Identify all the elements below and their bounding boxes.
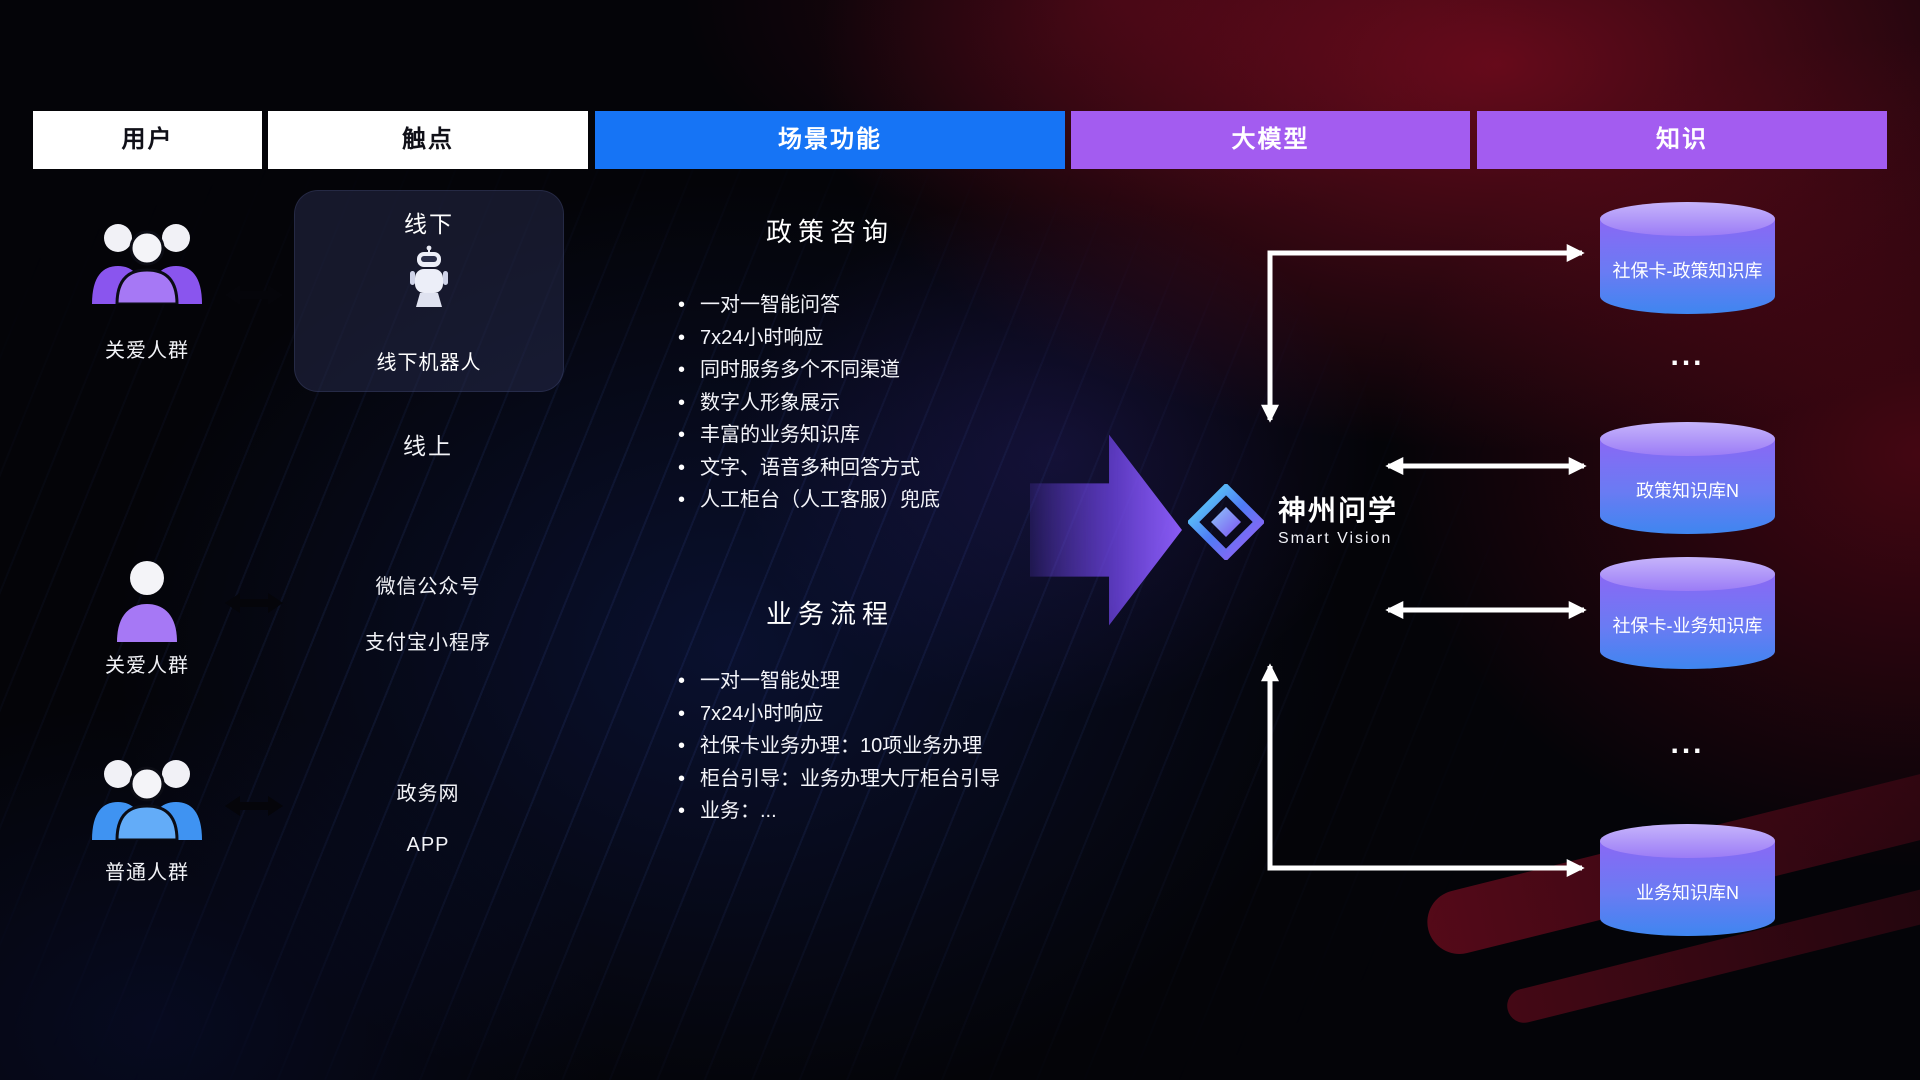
channel-alipay: 支付宝小程序	[365, 632, 491, 654]
database-cylinder: 社保卡-业务知识库	[1600, 557, 1775, 669]
offline-channel-card: 线下 线下机器人	[294, 190, 564, 392]
ellipsis-label: ...	[1670, 727, 1705, 760]
process-feature-item: 7x24小时响应	[676, 698, 1000, 731]
model-logo-text: 神州问学 Smart Vision	[1278, 495, 1399, 548]
offline-title: 线下	[404, 211, 454, 237]
business-process-title: 业务流程	[765, 599, 894, 629]
policy-feature-item: 一对一智能问答	[676, 289, 940, 322]
database-cylinder: 业务知识库N	[1600, 824, 1775, 936]
process-feature-item: 业务：...	[676, 795, 1000, 828]
policy-feature-item: 数字人形象展示	[676, 387, 940, 420]
policy-feature-list: 一对一智能问答 7x24小时响应 同时服务多个不同渠道 数字人形象展示 丰富的业…	[676, 289, 940, 517]
policy-feature-item: 人工柜台（人工客服）兜底	[676, 484, 940, 517]
user-group-label: 关爱人群	[105, 340, 189, 362]
channel-wechat: 微信公众号	[375, 576, 481, 598]
users-group-icon	[92, 760, 202, 840]
database-cylinder: 政策知识库N	[1600, 422, 1775, 534]
process-feature-item: 柜台引导：业务办理大厅柜台引导	[676, 763, 1000, 796]
knowledge-base-label: 政策知识库N	[1636, 481, 1739, 501]
process-feature-item: 社保卡业务办理：10项业务办理	[676, 730, 1000, 763]
column-header-model: 大模型	[1071, 111, 1470, 169]
users-group-icon	[92, 224, 202, 304]
double-arrow-icon	[225, 593, 283, 613]
double-arrow-icon	[225, 285, 283, 305]
robot-icon	[410, 245, 448, 307]
connector-arrow-policy-kb	[1261, 244, 1585, 423]
channel-app: APP	[406, 834, 450, 856]
diamond-logo-icon	[1188, 484, 1264, 560]
offline-robot-label: 线下机器人	[376, 352, 482, 374]
column-header-scenario: 场景功能	[595, 111, 1065, 169]
policy-feature-item: 同时服务多个不同渠道	[676, 354, 940, 387]
user-icon	[117, 561, 177, 642]
cylinder-top	[1600, 557, 1775, 591]
policy-feature-item: 丰富的业务知识库	[676, 419, 940, 452]
model-logo: 神州问学 Smart Vision	[1188, 484, 1398, 560]
cylinder-top	[1600, 422, 1775, 456]
column-header-user: 用户	[33, 111, 262, 169]
knowledge-base-label: 业务知识库N	[1636, 883, 1739, 903]
user-group-label: 关爱人群	[105, 655, 189, 677]
knowledge-base-label: 社保卡-政策知识库	[1612, 261, 1763, 281]
process-feature-item: 一对一智能处理	[676, 665, 1000, 698]
policy-consulting-title: 政策咨询	[765, 217, 894, 247]
flow-arrow-icon	[1030, 434, 1182, 626]
process-feature-list: 一对一智能处理 7x24小时响应 社保卡业务办理：10项业务办理 柜台引导：业务…	[676, 665, 1000, 828]
model-subtitle: Smart Vision	[1278, 529, 1393, 547]
cylinder-top	[1600, 202, 1775, 236]
online-title: 线上	[403, 433, 453, 459]
knowledge-base-label: 社保卡-业务知识库	[1612, 616, 1763, 636]
cylinder-top	[1600, 824, 1775, 858]
ellipsis-label: ...	[1670, 339, 1705, 372]
channel-gov-portal: 政务网	[396, 783, 460, 805]
column-header-touchpoint: 触点	[268, 111, 588, 169]
connector-arrow-business-kb-n	[1261, 663, 1585, 877]
policy-feature-item: 文字、语音多种回答方式	[676, 452, 940, 485]
user-group-label: 普通人群	[105, 862, 189, 884]
column-header-knowledge: 知识	[1477, 111, 1887, 169]
double-arrow-icon	[225, 796, 283, 816]
model-name: 神州问学	[1278, 495, 1399, 527]
database-cylinder: 社保卡-政策知识库	[1600, 202, 1775, 314]
policy-feature-item: 7x24小时响应	[676, 322, 940, 355]
